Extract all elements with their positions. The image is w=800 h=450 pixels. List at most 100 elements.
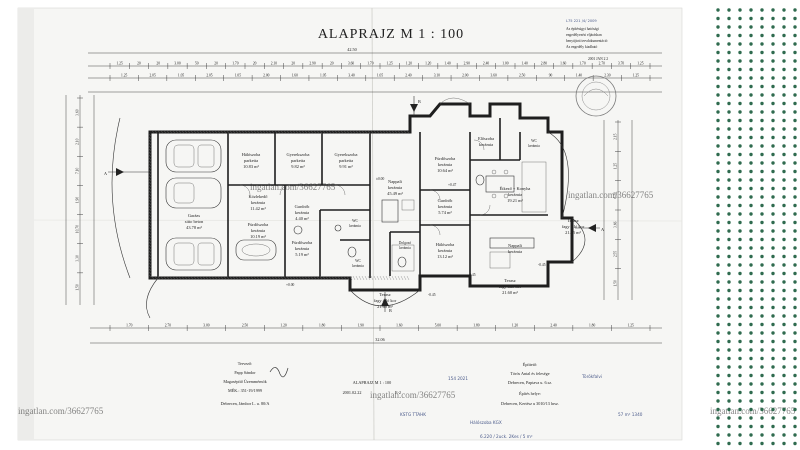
dot	[782, 195, 786, 199]
svg-text:9.82 m²: 9.82 m²	[291, 164, 305, 169]
svg-text:kerámia: kerámia	[295, 246, 309, 251]
svg-text:13.12 m²: 13.12 m²	[437, 254, 453, 259]
dot	[716, 305, 720, 310]
hatch-tick	[147, 142, 153, 146]
room-nappali-2: Nappali kerámia	[508, 243, 523, 254]
hatch-tick	[292, 275, 296, 281]
dot	[716, 144, 720, 148]
hatch-tick	[217, 129, 221, 135]
dot	[760, 144, 764, 148]
dot	[782, 365, 786, 369]
dot	[760, 67, 764, 72]
room-eloszoba: Előszoba kerámia	[478, 136, 494, 147]
dot	[738, 288, 742, 293]
dot	[727, 322, 731, 327]
dot	[760, 263, 764, 267]
dot	[738, 441, 742, 446]
terraces	[111, 97, 586, 319]
dim-label: 2.40	[405, 74, 411, 78]
hatch-tick	[238, 129, 242, 135]
dot	[749, 246, 753, 250]
dot	[749, 373, 753, 378]
hatch-tick	[304, 275, 308, 281]
dot	[782, 331, 786, 335]
dot	[771, 67, 775, 72]
dot	[738, 59, 742, 63]
car-3	[165, 237, 222, 271]
hatch-tick	[376, 129, 380, 135]
dot	[749, 348, 753, 352]
dot	[771, 407, 775, 412]
hatch-tick	[316, 129, 320, 135]
dot	[771, 186, 775, 191]
hatch-tick	[147, 193, 153, 197]
hatch-tick	[403, 275, 407, 281]
hatch-tick	[295, 275, 299, 281]
dot	[760, 373, 764, 378]
hatch-tick	[147, 172, 153, 176]
hatch-tick	[364, 275, 368, 281]
dot	[771, 50, 775, 55]
dot	[771, 169, 775, 174]
hatch-tick	[147, 166, 153, 170]
dot	[727, 8, 731, 12]
svg-text:-0.45: -0.45	[428, 293, 436, 297]
dot	[760, 339, 764, 344]
hatch-tick	[343, 129, 347, 135]
svg-text:Terasz: Terasz	[379, 292, 390, 297]
dot	[738, 254, 742, 259]
dot	[771, 101, 775, 106]
dot	[749, 84, 753, 89]
hatch-tick	[271, 129, 275, 135]
dot	[782, 178, 786, 182]
hatch-tick	[277, 129, 281, 135]
dot	[716, 186, 720, 191]
hatch-tick	[211, 129, 215, 135]
hatch-tick	[172, 275, 176, 281]
hatch-tick	[214, 129, 218, 135]
dot	[738, 25, 742, 29]
dot	[749, 263, 753, 267]
hatch-tick	[175, 275, 179, 281]
dot	[782, 169, 786, 174]
hatch-tick	[214, 275, 218, 281]
dim-label: 2.05	[149, 74, 155, 78]
dot	[749, 254, 753, 259]
dot	[771, 178, 775, 182]
room-haloszoba-2: Hálószoba kerámia 13.12 m²	[436, 242, 455, 259]
dot	[727, 399, 731, 403]
dot	[782, 280, 786, 284]
hatch-tick	[166, 275, 170, 281]
dot	[793, 263, 797, 267]
dot	[793, 195, 797, 199]
hatch-tick	[295, 129, 299, 135]
dot	[760, 59, 764, 63]
hatch-tick	[241, 275, 245, 281]
dot	[738, 186, 742, 191]
dim-label: 2.50	[519, 74, 525, 78]
dot	[771, 441, 775, 446]
hatch-tick	[400, 129, 404, 135]
dot	[793, 297, 797, 301]
hatch-tick	[310, 275, 314, 281]
dot	[771, 288, 775, 293]
dot	[738, 229, 742, 233]
dot	[782, 203, 786, 208]
dim-label: 1.05	[178, 74, 184, 78]
dot	[749, 67, 753, 72]
hatch-tick	[364, 129, 368, 135]
hatch-tick	[322, 129, 326, 135]
dim-label: 5.00	[435, 324, 441, 328]
svg-text:MÉK.: 351-19/1999: MÉK.: 351-19/1999	[228, 388, 262, 393]
dot	[760, 271, 764, 276]
svg-text:WC: WC	[531, 139, 537, 143]
hatch-tick	[274, 275, 278, 281]
hatch-tick	[220, 129, 224, 135]
dot	[738, 93, 742, 97]
room-gyerekszoba-1: Gyerekszoba parketta 9.82 m²	[287, 152, 310, 169]
hatch-tick	[247, 129, 251, 135]
dim-label: 2.05	[206, 74, 212, 78]
dot	[749, 59, 753, 63]
dot	[716, 152, 720, 157]
